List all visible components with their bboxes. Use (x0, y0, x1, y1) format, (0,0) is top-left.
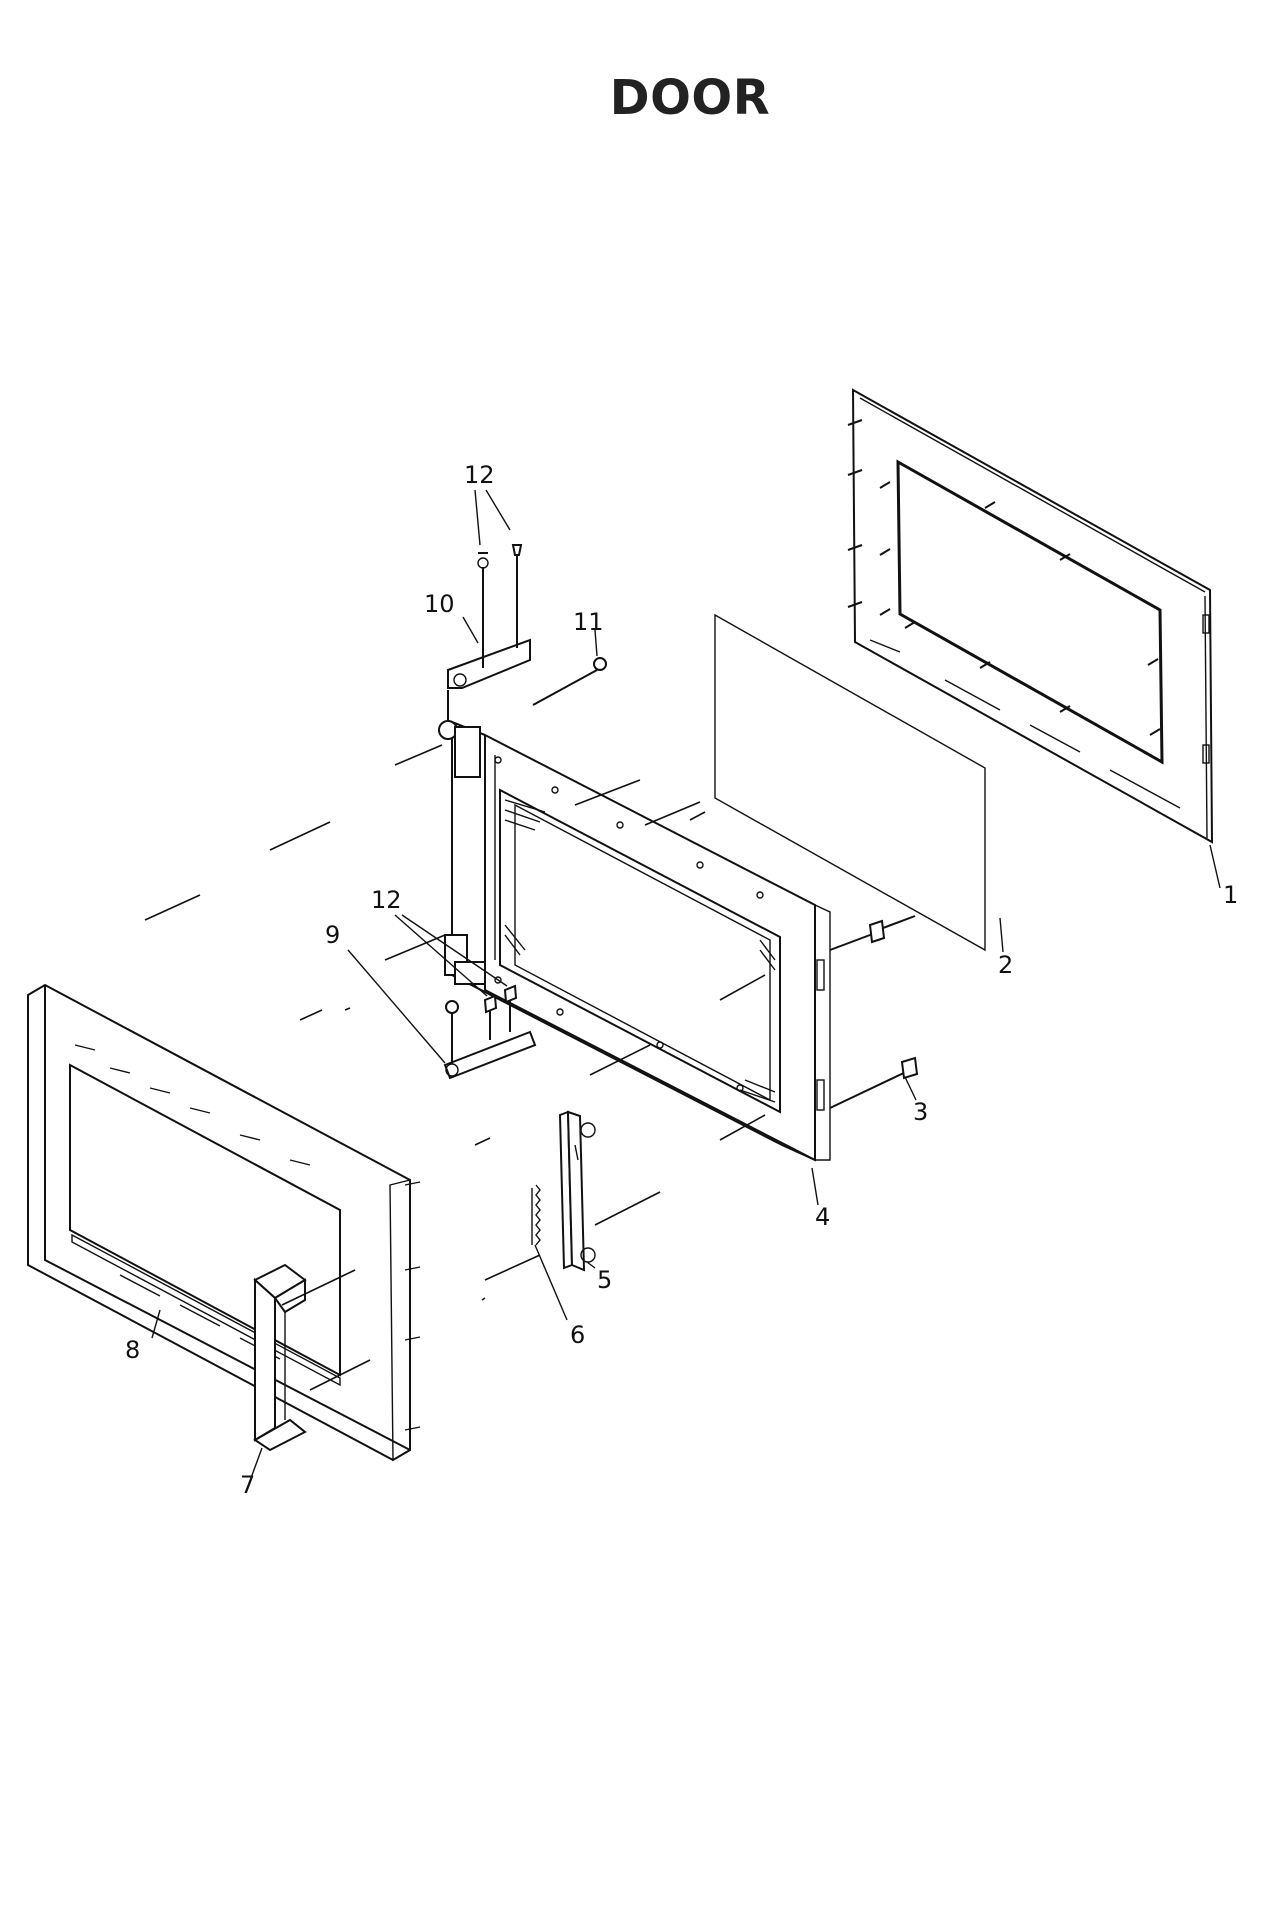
part-10-upper-hinge (447, 544, 531, 689)
part-5-latch (558, 1110, 596, 1272)
callout-6: 6 (570, 1321, 585, 1349)
callout-12-upper: 12 (464, 461, 495, 489)
callout-4: 4 (815, 1203, 830, 1231)
callout-3: 3 (913, 1098, 928, 1126)
part-1-inner-panel (847, 388, 1214, 844)
callout-9: 9 (325, 921, 340, 949)
part-11-screw (532, 657, 607, 706)
callout-10: 10 (424, 590, 455, 618)
part-8-door-front (27, 983, 421, 1462)
assembly-lines (144, 744, 766, 1391)
part-6-spring (531, 1184, 541, 1246)
callout-2: 2 (998, 951, 1013, 979)
callout-7: 7 (240, 1471, 255, 1499)
frame-top-hinge-pin (438, 690, 481, 778)
callout-11: 11 (573, 608, 604, 636)
part-3-screws (829, 915, 919, 1109)
page-title: DOOR (609, 70, 771, 126)
part-4-door-frame (451, 720, 831, 1162)
leader-lines (151, 489, 1221, 1479)
callout-8: 8 (125, 1336, 140, 1364)
callout-12-lower: 12 (371, 886, 402, 914)
part-2-window-sheet (714, 613, 986, 952)
part-9-lower-hinge (443, 934, 537, 1080)
callout-1: 1 (1223, 881, 1238, 909)
callout-5: 5 (597, 1266, 612, 1294)
